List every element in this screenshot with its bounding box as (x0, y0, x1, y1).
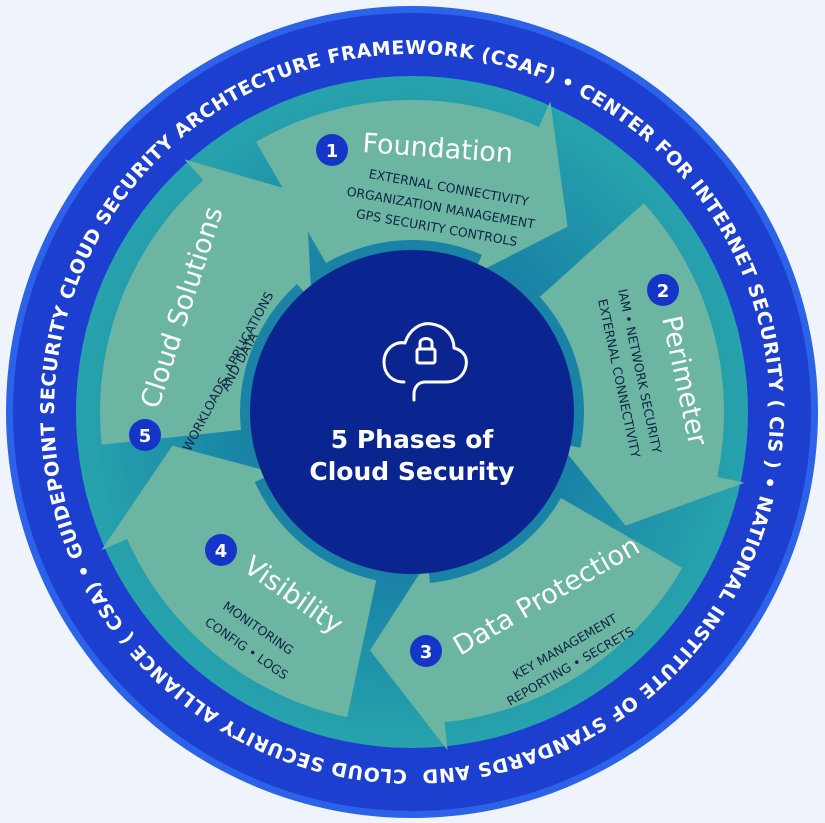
phase-arrow-2 (539, 203, 745, 526)
center-title-line2: Cloud Security (309, 457, 514, 486)
phase-5-badge (129, 419, 161, 451)
phase-arrow-3 (369, 498, 683, 751)
cloud-lock-icon (382, 322, 468, 402)
phase-3-number: 3 (420, 642, 433, 663)
phase-4-number: 4 (215, 541, 228, 562)
phase-2-number: 2 (657, 281, 670, 302)
center-disc (250, 250, 574, 574)
phase-1-badge (316, 134, 348, 166)
phase-arrow-5 (100, 159, 312, 445)
phase-3-badge (410, 635, 442, 667)
phase-4-badge (205, 534, 237, 566)
phase-5-number: 5 (139, 426, 152, 447)
phase-2-badge (647, 274, 679, 306)
phase-1-number: 1 (326, 141, 339, 162)
center-title-line1: 5 Phases of (331, 425, 495, 454)
phase-arrow-4 (101, 445, 377, 718)
